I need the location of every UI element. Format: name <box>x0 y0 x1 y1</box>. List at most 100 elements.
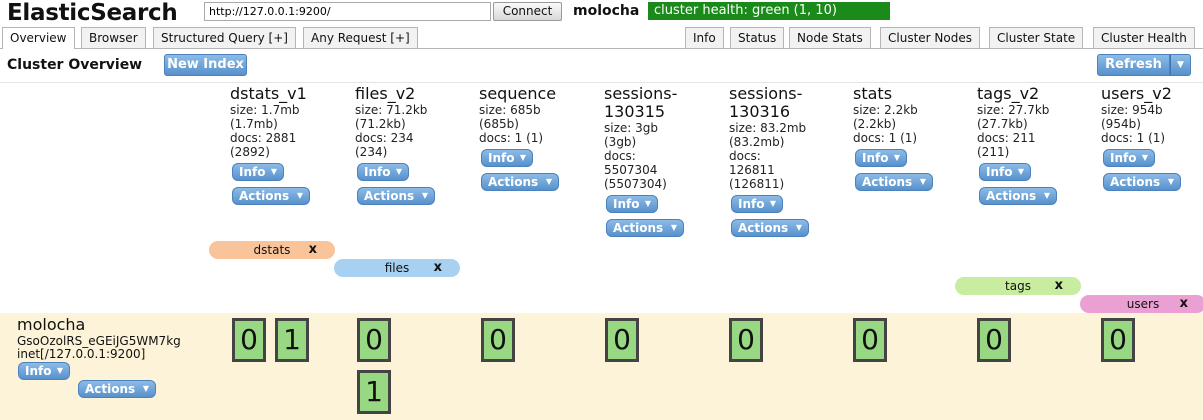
index-actions-button[interactable]: Actions▼ <box>731 219 809 237</box>
caret-down-icon: ▼ <box>644 199 651 208</box>
tab-baseline <box>0 48 1203 49</box>
caret-down-icon: ▼ <box>919 177 926 186</box>
tab-structured-query[interactable]: Structured Query [+] <box>153 27 296 48</box>
node-id: GsoOzolRS_eGEiJG5WM7kg <box>17 334 181 348</box>
index-actions-button[interactable]: Actions▼ <box>855 173 933 191</box>
index-stat: (27.7kb) <box>977 117 1028 131</box>
index-stat: size: 83.2mb <box>729 121 807 135</box>
cluster-name: molocha <box>573 3 640 19</box>
alias-remove-button[interactable]: x <box>1179 296 1188 311</box>
new-index-button[interactable]: New Index <box>164 54 247 76</box>
index-stat: (685b) <box>479 117 519 131</box>
index-stat: 5507304 <box>604 163 658 177</box>
shard-sequence-0[interactable]: 0 <box>481 318 515 362</box>
index-info-button[interactable]: Info▼ <box>481 149 533 167</box>
tab-cluster-state[interactable]: Cluster State <box>989 27 1084 48</box>
tab-cluster-nodes[interactable]: Cluster Nodes <box>880 27 980 48</box>
tab-info[interactable]: Info <box>685 27 724 48</box>
node-info-button[interactable]: Info▼ <box>18 362 70 380</box>
shard-files-0[interactable]: 0 <box>357 318 391 362</box>
alias-tags: tags x <box>955 277 1081 295</box>
index-column-users-v2: users_v2 size: 954b (954b) docs: 1 (1) I… <box>1101 85 1201 191</box>
tab-node-stats[interactable]: Node Stats <box>789 27 871 48</box>
caret-down-icon: ▼ <box>670 223 677 232</box>
alias-label: tags <box>1005 279 1031 293</box>
refresh-menu-button[interactable]: ▼ <box>1170 54 1191 76</box>
caret-down-icon: ▼ <box>421 191 428 200</box>
index-stat: (126811) <box>729 177 785 191</box>
shard-dstats-0[interactable]: 0 <box>232 318 266 362</box>
cluster-health-badge: cluster health: green (1, 10) <box>648 2 890 20</box>
index-info-button[interactable]: Info▼ <box>979 163 1031 181</box>
connect-button[interactable]: Connect <box>493 2 562 21</box>
index-info-button[interactable]: Info▼ <box>232 163 284 181</box>
index-column-sessions-130315: sessions- 130315 size: 3gb (3gb) docs: 5… <box>604 85 726 237</box>
index-stat: size: 71.2kb <box>355 103 428 117</box>
shard-files-1[interactable]: 1 <box>357 370 391 414</box>
alias-dstats: dstats x <box>209 241 335 259</box>
index-stat: docs: <box>729 149 761 163</box>
alias-label: files <box>384 261 410 275</box>
url-input[interactable] <box>204 2 491 21</box>
shard-tags-0[interactable]: 0 <box>977 318 1011 362</box>
index-info-button[interactable]: Info▼ <box>357 163 409 181</box>
index-name: files_v2 <box>355 84 416 103</box>
tab-overview[interactable]: Overview <box>2 27 75 49</box>
index-actions-button[interactable]: Actions▼ <box>481 173 559 191</box>
tab-any-request[interactable]: Any Request [+] <box>303 27 418 48</box>
caret-down-icon: ▼ <box>545 177 552 186</box>
tab-browser[interactable]: Browser <box>81 27 146 48</box>
alias-remove-button[interactable]: x <box>433 260 442 275</box>
index-stat: (3gb) <box>604 135 637 149</box>
index-actions-button[interactable]: Actions▼ <box>1103 173 1181 191</box>
index-stat: docs: <box>604 149 636 163</box>
index-info-button[interactable]: Info▼ <box>731 195 783 213</box>
tab-status[interactable]: Status <box>730 27 785 48</box>
index-stat: (5507304) <box>604 177 667 191</box>
index-name: stats <box>853 84 893 103</box>
index-stat: size: 1.7mb <box>230 103 300 117</box>
index-stat: docs: 1 (1) <box>1101 131 1166 145</box>
index-name: 130316 <box>729 102 791 121</box>
index-actions-button[interactable]: Actions▼ <box>979 187 1057 205</box>
index-actions-button[interactable]: Actions▼ <box>357 187 435 205</box>
index-actions-button[interactable]: Actions▼ <box>606 219 684 237</box>
caret-down-icon: ▼ <box>270 167 277 176</box>
index-stat: (234) <box>355 145 388 159</box>
caret-down-icon: ▼ <box>1167 177 1174 186</box>
caret-down-icon: ▼ <box>1043 191 1050 200</box>
shard-sessions-130315-0[interactable]: 0 <box>605 318 639 362</box>
caret-down-icon: ▼ <box>142 384 149 393</box>
caret-down-icon: ▼ <box>56 366 63 375</box>
shard-users-0[interactable]: 0 <box>1101 318 1135 362</box>
alias-remove-button[interactable]: x <box>308 242 317 257</box>
shard-stats-0[interactable]: 0 <box>853 318 887 362</box>
index-stat: (211) <box>977 145 1010 159</box>
node-actions-button[interactable]: Actions▼ <box>78 380 156 398</box>
index-stat: size: 954b <box>1101 103 1163 117</box>
index-stat: (2.2kb) <box>853 117 897 131</box>
caret-down-icon: ▼ <box>1017 167 1024 176</box>
index-column-sessions-130316: sessions- 130316 size: 83.2mb (83.2mb) d… <box>729 85 851 237</box>
index-stat: size: 3gb <box>604 121 658 135</box>
index-column-files-v2: files_v2 size: 71.2kb (71.2kb) docs: 234… <box>355 85 477 205</box>
shard-dstats-1[interactable]: 1 <box>275 318 309 362</box>
divider <box>0 82 1203 83</box>
index-actions-button[interactable]: Actions▼ <box>232 187 310 205</box>
index-stat: (1.7mb) <box>230 117 278 131</box>
refresh-button[interactable]: Refresh <box>1097 54 1170 76</box>
index-info-button[interactable]: Info▼ <box>606 195 658 213</box>
tab-cluster-health[interactable]: Cluster Health <box>1093 27 1195 48</box>
index-name: 130315 <box>604 102 666 121</box>
index-info-button[interactable]: Info▼ <box>855 149 907 167</box>
alias-label: dstats <box>253 243 291 257</box>
caret-down-icon: ▼ <box>395 167 402 176</box>
caret-down-icon: ▼ <box>1177 60 1184 70</box>
caret-down-icon: ▼ <box>519 153 526 162</box>
index-name: users_v2 <box>1101 84 1172 103</box>
alias-remove-button[interactable]: x <box>1054 278 1063 293</box>
node-row <box>0 313 1203 420</box>
index-info-button[interactable]: Info▼ <box>1103 149 1155 167</box>
caret-down-icon: ▼ <box>769 199 776 208</box>
shard-sessions-130316-0[interactable]: 0 <box>729 318 763 362</box>
